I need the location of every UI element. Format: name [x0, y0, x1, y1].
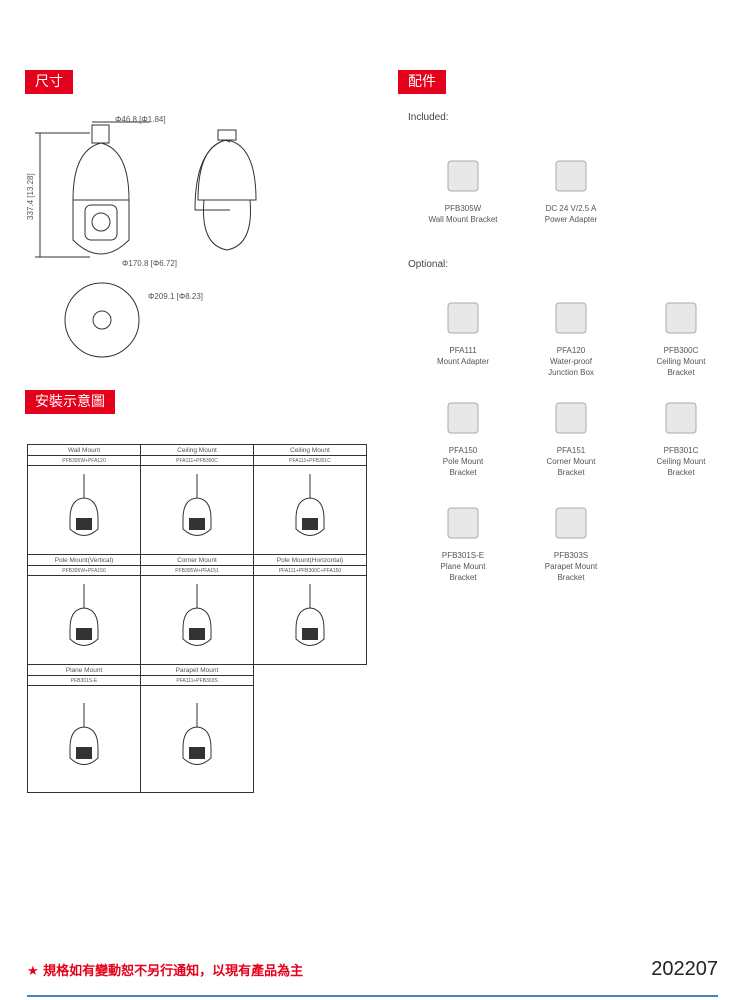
accessory-image	[626, 277, 731, 339]
accessory-name: Ceiling Mount	[656, 357, 706, 366]
accessory-code: PFA151	[556, 446, 586, 455]
accessory-name: Wall Mount Bracket	[428, 215, 498, 224]
mount-parts: PFB305W+PFA120	[27, 455, 141, 466]
accessory-image	[516, 482, 626, 544]
mount-illustration	[140, 685, 254, 793]
document-code: 202207	[651, 958, 718, 980]
section-dimensions: 尺寸	[25, 70, 73, 94]
accessory-image	[516, 377, 626, 439]
mount-illustration	[253, 575, 367, 665]
accessory-name: Mount Adapter	[436, 357, 490, 366]
mount-parts: PFA111+PFB300C	[140, 455, 254, 466]
mount-parts: PFA111+PFB303S	[140, 675, 254, 686]
accessory-code: PFB305W	[444, 204, 482, 213]
accessory-name-2: Bracket	[449, 468, 477, 477]
footer-line	[27, 995, 718, 997]
accessory-code: DC 24 V/2.5 A	[545, 204, 597, 213]
accessory-name: Parapet Mount	[544, 562, 598, 571]
footer-note: ★ 規格如有變動恕不另行通知，以現有產品為主	[27, 964, 304, 979]
mount-illustration	[140, 465, 254, 555]
mount-title: Ceiling Mount	[140, 444, 254, 456]
accessory-code: PFA150	[448, 446, 478, 455]
optional-label: Optional:	[408, 259, 449, 270]
mount-illustration	[253, 465, 367, 555]
section-installation: 安裝示意圖	[25, 390, 115, 414]
accessory-code: PFA111	[449, 346, 477, 355]
accessory-name: Pole Mount	[442, 457, 484, 466]
mount-parts: PFA111+PFB301C	[253, 455, 367, 466]
section-accessories: 配件	[398, 70, 446, 94]
accessory-name-2: Bracket	[667, 368, 695, 377]
accessory-image	[408, 482, 518, 544]
mount-illustration	[140, 575, 254, 665]
accessory-item: PFB305W Wall Mount Bracket	[408, 135, 518, 225]
mount-parts: PFB305W+PFA150	[27, 565, 141, 576]
accessory-name: Power Adapter	[544, 215, 598, 224]
accessory-name-2: Bracket	[449, 573, 477, 582]
accessory-image	[408, 377, 518, 439]
included-label: Included:	[408, 112, 449, 123]
accessory-code: PFA120	[556, 346, 586, 355]
accessory-code: PFB300C	[663, 346, 699, 355]
accessory-name: Water-proof	[550, 357, 592, 366]
accessory-name: Plane Mount	[440, 562, 486, 571]
dim-height: 337.4 [13.28]	[26, 173, 35, 220]
mount-parts: PFB305W+PFA151	[140, 565, 254, 576]
mount-title: Pole Mount(Vertical)	[27, 554, 141, 566]
mount-title: Corner Mount	[140, 554, 254, 566]
dim-base: Φ209.1 [Φ8.23]	[148, 292, 204, 301]
accessory-code: PFB301S-E	[441, 551, 485, 560]
accessory-name-2: Junction Box	[548, 368, 594, 377]
mount-title: Plane Mount	[27, 664, 141, 676]
mount-title: Pole Mount(Horizontal)	[253, 554, 367, 566]
accessory-image	[516, 277, 626, 339]
accessory-name-2: Bracket	[557, 468, 585, 477]
mount-title: Wall Mount	[27, 444, 141, 456]
accessory-code: PFB301C	[663, 446, 699, 455]
accessory-name-2: Bracket	[557, 573, 585, 582]
camera-dimension-drawing	[35, 121, 230, 358]
accessory-name-2: Bracket	[667, 468, 695, 477]
mount-parts: PFA111+PFB300C+PFA150	[253, 565, 367, 576]
camera-side-view	[197, 129, 257, 251]
accessory-name: Ceiling Mount	[656, 457, 706, 466]
dim-top: Φ46.8 [Φ1.84]	[115, 115, 166, 124]
accessory-name: Corner Mount	[546, 457, 596, 466]
dim-body: Φ170.8 [Φ6.72]	[122, 259, 178, 268]
accessory-image	[408, 277, 518, 339]
mount-parts: PFB301S-E	[27, 675, 141, 686]
accessory-image	[408, 135, 518, 197]
mount-illustration	[27, 465, 141, 555]
mount-title: Parapet Mount	[140, 664, 254, 676]
accessory-code: PFB303S	[553, 551, 589, 560]
mount-title: Ceiling Mount	[253, 444, 367, 456]
mount-illustration	[27, 575, 141, 665]
accessory-item: DC 24 V/2.5 A Power Adapter	[516, 135, 626, 225]
mount-illustration	[27, 685, 141, 793]
accessory-image	[626, 377, 731, 439]
accessory-image	[516, 135, 626, 197]
